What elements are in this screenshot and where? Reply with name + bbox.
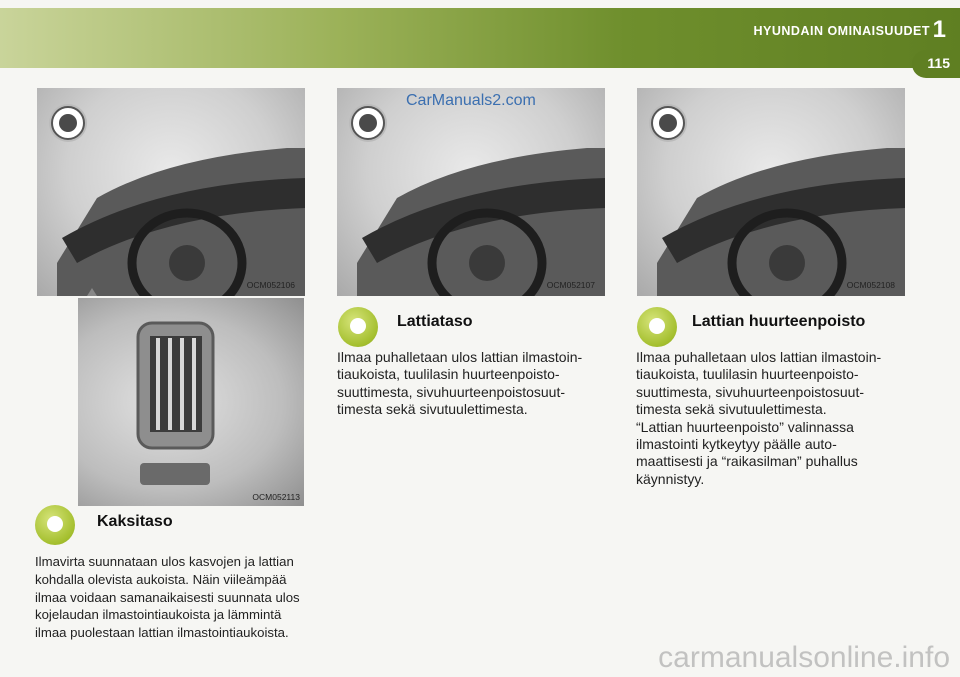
section-body-lattian-huurteenpoisto: Ilmaa puhalletaan ulos lattian ilmastoin… (636, 349, 882, 487)
image-code: OCM052113 (252, 492, 300, 502)
bilevel-mode-icon (35, 505, 75, 545)
page-number: 115 (927, 55, 950, 71)
chapter-header-band (0, 8, 960, 68)
section-heading-lattiataso: Lattiataso (397, 313, 473, 330)
chapter-number: 1 (932, 16, 946, 43)
floor-mode-icon (338, 307, 378, 347)
side-vent-image: OCM052113 (78, 298, 304, 506)
image-code: OCM052106 (246, 280, 295, 290)
dashboard-illustration (57, 148, 305, 296)
image-code: OCM052108 (846, 280, 895, 290)
side-vent-illustration (136, 321, 215, 485)
carmanuals-watermark: CarManuals2.com (406, 92, 536, 109)
section-heading-lattian-huurteenpoisto: Lattian huurteenpoisto (692, 313, 866, 330)
section-heading-kaksitaso: Kaksitaso (97, 513, 173, 530)
dashboard-image-floor-defrost: OCM052108 (637, 88, 905, 296)
dashboard-image-bilevel: OCM052106 (37, 88, 305, 296)
dashboard-image-floor: OCM052107 (337, 88, 605, 296)
bilevel-mode-dial-icon (51, 106, 85, 140)
image-code: OCM052107 (546, 280, 595, 290)
floor-defrost-mode-dial-icon (651, 106, 685, 140)
floor-defrost-mode-icon (637, 307, 677, 347)
chapter-title: HYUNDAIN OMINAISUUDET (753, 24, 930, 38)
dashboard-illustration (357, 148, 605, 296)
section-body-lattiataso: Ilmaa puhalletaan ulos lattian ilmastoin… (337, 349, 583, 418)
section-body-kaksitaso: Ilmavirta suunnataan ulos kasvojen ja la… (35, 554, 300, 641)
site-watermark: carmanualsonline.info (658, 641, 950, 674)
floor-mode-dial-icon (351, 106, 385, 140)
page-number-tab (912, 50, 960, 78)
dashboard-illustration (657, 148, 905, 296)
